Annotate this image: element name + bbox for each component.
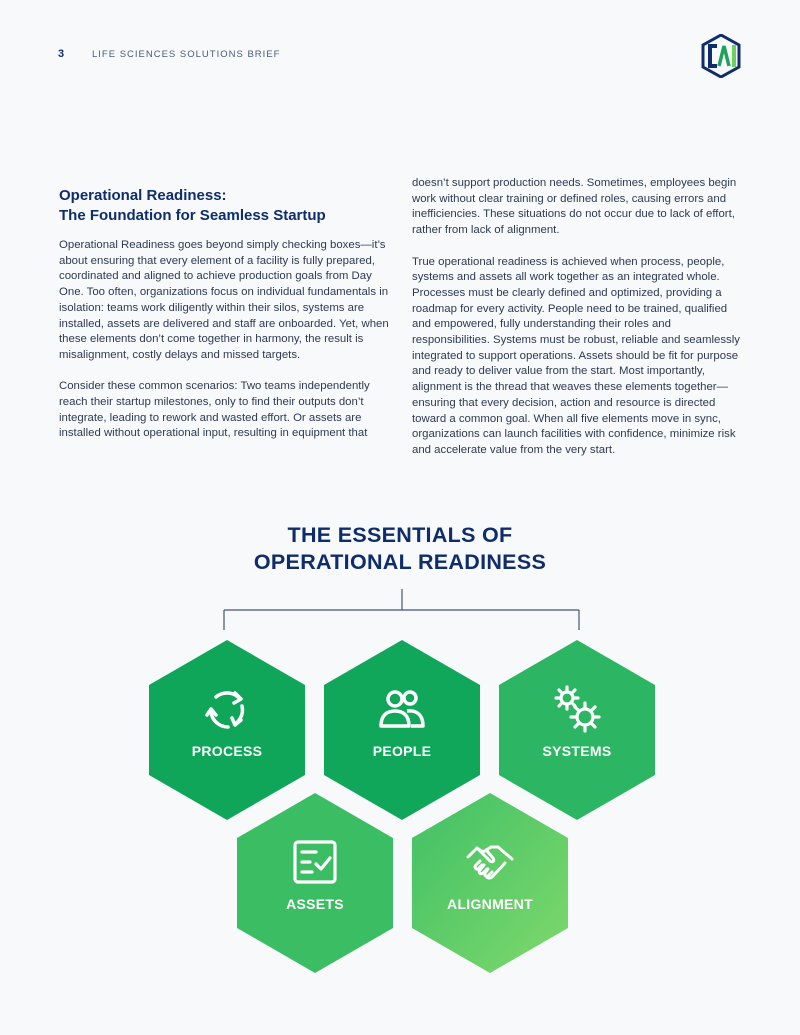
page-number: 3	[58, 48, 65, 60]
hexagon-process: PROCESS	[149, 640, 305, 820]
right-column: doesn’t support production needs. Someti…	[412, 176, 747, 474]
section-heading-line1: Operational Readiness:	[59, 187, 227, 204]
hexagon-shape	[499, 640, 655, 820]
hexagon-assets: ASSETS	[237, 793, 393, 973]
document-title: LIFE SCIENCES SOLUTIONS BRIEF	[92, 49, 281, 60]
cycle-arrows-icon	[205, 691, 245, 729]
hexagon-label: ASSETS	[286, 896, 344, 912]
paragraph: Operational Readiness goes beyond simply…	[59, 239, 389, 361]
diagram-connector	[223, 589, 580, 630]
hexagon-alignment: ALIGNMENT	[412, 793, 568, 973]
hexagon-label: PROCESS	[191, 743, 263, 759]
paragraph: Consider these common scenarios: Two tea…	[59, 380, 370, 440]
hexagon-shape	[324, 640, 480, 820]
diagram-title-line2: OPERATIONAL READINESS	[253, 550, 547, 574]
paragraph: doesn’t support production needs. Someti…	[412, 177, 737, 237]
checklist-icon	[293, 840, 337, 884]
gears-icon	[554, 685, 601, 733]
left-column: Operational Readiness goes beyond simply…	[59, 238, 389, 458]
paragraph: True operational readiness is achieved w…	[412, 255, 740, 456]
hexagon-shape	[149, 640, 305, 820]
handshake-icon	[466, 845, 514, 880]
hexagon-shape	[412, 793, 568, 973]
hexagon-systems: SYSTEMS	[499, 640, 655, 820]
hexagon-people: PEOPLE	[324, 640, 480, 820]
section-heading-line2: The Foundation for Seamless Startup	[59, 207, 326, 224]
hexagon-label: ALIGNMENT	[447, 896, 533, 912]
diagram-title-line1: THE ESSENTIALS OF	[287, 523, 513, 547]
hexagon-label: SYSTEMS	[542, 743, 612, 759]
people-icon	[379, 690, 425, 728]
hexagon-label: PEOPLE	[372, 743, 432, 759]
company-logo	[701, 34, 741, 78]
section-heading: Operational Readiness: The Foundation fo…	[59, 186, 326, 226]
